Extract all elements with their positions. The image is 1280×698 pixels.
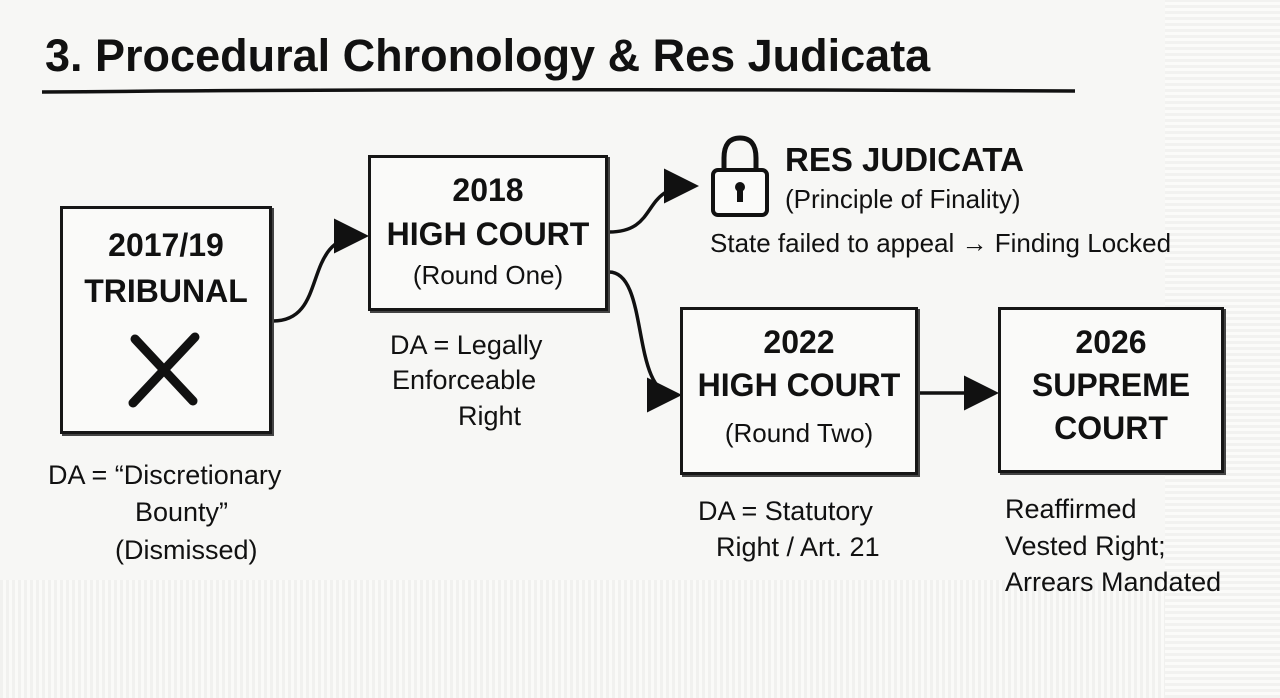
caption-2018-line2: Enforceable — [392, 365, 537, 395]
stage-sub: (Round Two) — [724, 418, 874, 448]
res-judicata-heading: RES JUDICATA — [785, 141, 1024, 178]
stage-sub: (Round One) — [412, 260, 564, 290]
caption-tribunal-line2: Bounty” — [135, 497, 229, 527]
stage-box-2018-high-court: 2018 HIGH COURT (Round One) — [368, 155, 608, 311]
stage-year: 2017/19 — [108, 227, 224, 263]
caption-2026-line3: Arrears Mandated — [1005, 567, 1222, 597]
stage-year: 2018 — [452, 172, 524, 208]
padlock-icon — [711, 135, 769, 217]
res-judicata-note: State failed to appeal → Finding Locked — [710, 228, 1172, 258]
res-judicata-sub: (Principle of Finality) — [785, 184, 1021, 214]
napkin-texture — [0, 580, 1280, 698]
caption-2026-line2: Vested Right; — [1005, 531, 1166, 561]
arrow-tribunal-to-2018 — [272, 218, 369, 323]
x-mark-icon — [128, 332, 200, 408]
caption-tribunal-line1: DA = “Discretionary — [48, 460, 282, 490]
stage-court: HIGH COURT — [697, 367, 901, 403]
stage-court: SUPREME — [1031, 367, 1191, 403]
stage-year: 2026 — [1075, 324, 1147, 360]
page-title: 3. Procedural Chronology & Res Judicata — [45, 30, 931, 81]
stage-court: TRIBUNAL — [84, 273, 248, 309]
stage-box-2026-supreme-court: 2026 SUPREME COURT — [998, 307, 1224, 473]
caption-2022-line2: Right / Art. 21 — [716, 532, 880, 562]
arrow-2018-to-2022 — [608, 270, 682, 413]
stage-year: 2022 — [763, 324, 835, 360]
title-underline — [41, 87, 1076, 94]
stage-box-2022-high-court: 2022 HIGH COURT (Round Two) — [680, 307, 918, 475]
caption-2018-line3: Right — [458, 401, 522, 431]
caption-2026-line1: Reaffirmed — [1005, 494, 1137, 524]
caption-2022-line1: DA = Statutory — [698, 496, 873, 526]
caption-tribunal-line3: (Dismissed) — [115, 535, 258, 565]
caption-2018-line1: DA = Legally — [390, 330, 543, 360]
arrow-2018-to-res-judicata — [608, 168, 699, 234]
stage-court-line2: COURT — [1054, 410, 1168, 446]
stage-court: HIGH COURT — [386, 216, 590, 252]
stage-box-tribunal: 2017/19 TRIBUNAL — [60, 206, 272, 434]
